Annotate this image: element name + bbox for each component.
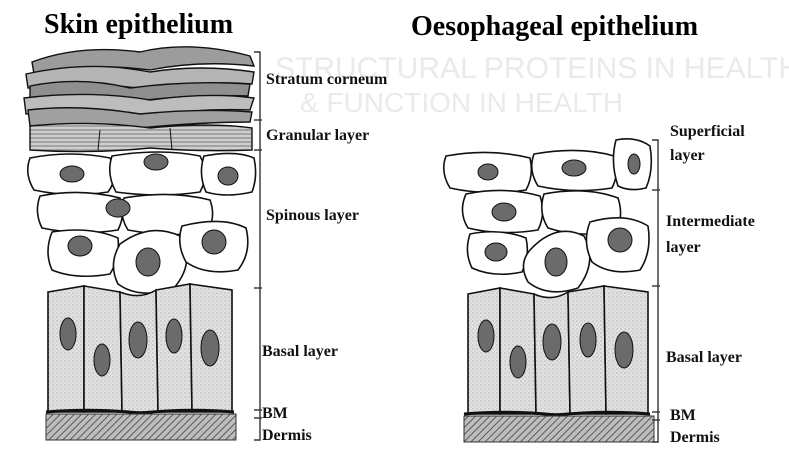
label-basal-layer-skin: Basal layer (262, 343, 338, 360)
label-spinous-layer: Spinous layer (266, 207, 359, 224)
label-superficial-1: Superficial (670, 123, 745, 140)
stratum-corneum-illustration (24, 47, 254, 128)
label-dermis-skin: Dermis (262, 427, 312, 444)
svg-text:& FUNCTION IN HEALTH: & FUNCTION IN HEALTH (300, 87, 623, 118)
label-intermediate-1: Intermediate (666, 213, 755, 230)
label-intermediate-2: layer (666, 239, 701, 256)
label-stratum-corneum: Stratum corneum (266, 71, 388, 88)
dermis-oesophagus (464, 416, 654, 442)
label-superficial-2: layer (670, 147, 705, 164)
panel-title-oesophagus: Oesophageal epithelium (411, 11, 698, 42)
granular-layer-illustration (30, 123, 252, 151)
label-basal-layer-oesophagus: Basal layer (666, 349, 742, 366)
label-granular-layer: Granular layer (266, 127, 369, 144)
oesophagus-layer-brackets (652, 140, 660, 442)
label-dermis-oesophagus: Dermis (670, 429, 720, 446)
label-bm-skin: BM (262, 405, 288, 422)
panel-title-skin: Skin epithelium (44, 9, 233, 40)
label-bm-oesophagus: BM (670, 407, 696, 424)
superficial-layer-illustration (444, 139, 652, 193)
dermis-skin (46, 414, 236, 440)
skin-layer-brackets (254, 52, 262, 440)
panel-skin: Skin epithelium (24, 9, 388, 444)
